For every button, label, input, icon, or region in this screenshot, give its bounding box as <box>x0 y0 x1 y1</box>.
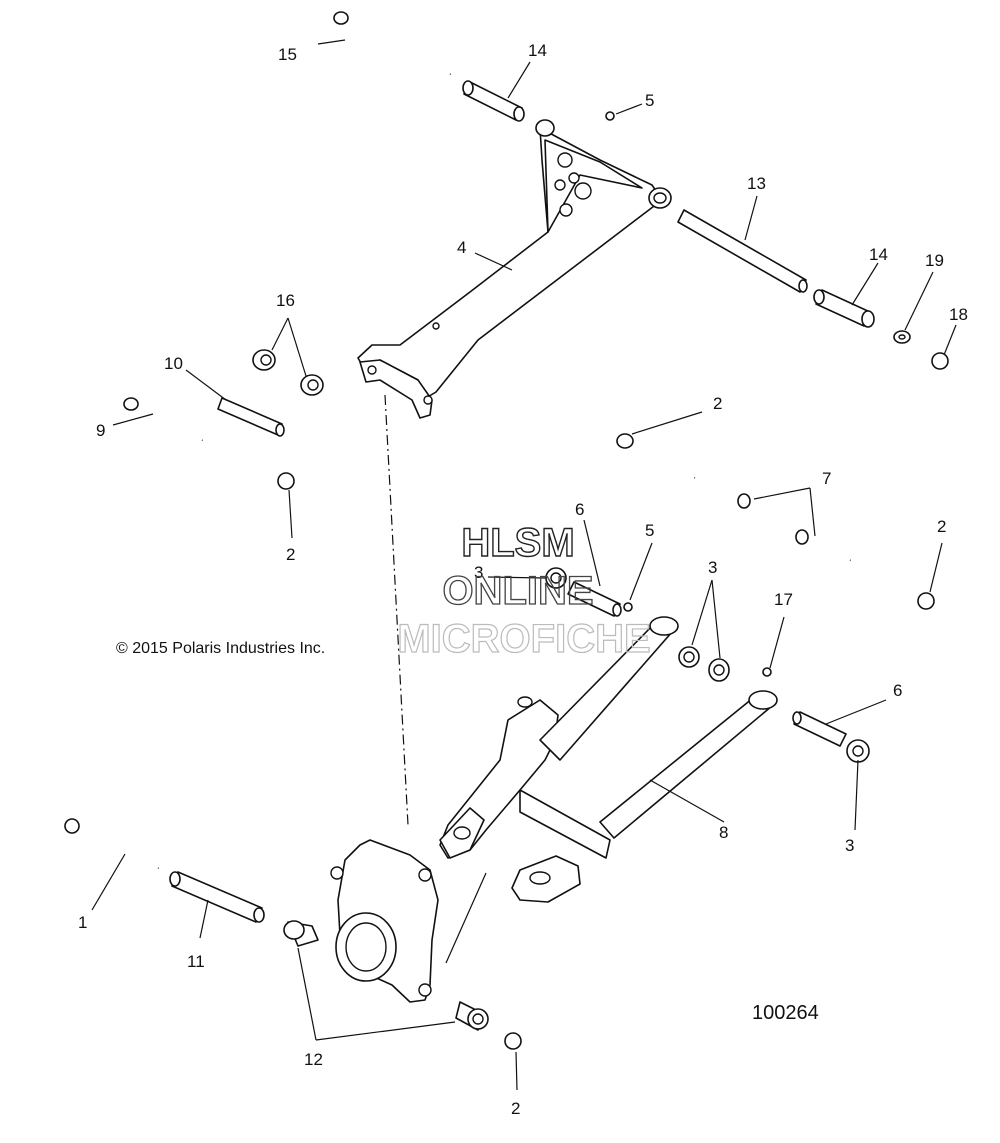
callout-8: 8 <box>719 823 728 842</box>
callout-14-top: 14 <box>528 41 547 60</box>
callout-6-left: 6 <box>575 500 584 519</box>
sleeve-14-top <box>462 80 525 122</box>
callout-17: 17 <box>774 590 793 609</box>
watermark-line-1: HLSM <box>461 521 574 565</box>
callout-10: 10 <box>164 354 183 373</box>
callout-labels: 15 14 5 13 4 14 19 18 16 10 9 2 2 7 2 6 … <box>78 41 968 1118</box>
callout-15: 15 <box>278 45 297 64</box>
callout-2-bottom: 2 <box>511 1099 520 1118</box>
nut-2-center <box>616 433 634 449</box>
nut-2-left <box>277 472 295 490</box>
callout-16: 16 <box>276 291 295 310</box>
bushing-16-pair <box>252 349 324 396</box>
sleeve-6-right <box>792 711 847 747</box>
nut-2-bottom <box>504 1032 522 1050</box>
bushing-3-set <box>545 567 870 763</box>
callout-19: 19 <box>925 251 944 270</box>
callout-7: 7 <box>822 469 831 488</box>
callout-12: 12 <box>304 1050 323 1069</box>
callout-5-top: 5 <box>645 91 654 110</box>
callout-6-right: 6 <box>893 681 902 700</box>
bolt-1 <box>64 818 159 870</box>
upper-a-arm <box>357 119 672 419</box>
copyright-notice: © 2015 Polaris Industries Inc. <box>116 640 325 657</box>
sleeve-6-left <box>567 581 622 617</box>
bolt-9 <box>123 397 203 442</box>
callout-2-center: 2 <box>713 394 722 413</box>
callout-3-right: 3 <box>845 836 854 855</box>
sleeve-14-right <box>813 289 875 328</box>
callout-9: 9 <box>96 421 105 440</box>
sleeve-10 <box>217 397 285 437</box>
watermark-line-3: MICROFICHE <box>397 617 650 661</box>
callout-1: 1 <box>78 913 87 932</box>
centerline-dash <box>384 394 409 826</box>
callout-4: 4 <box>457 238 466 257</box>
knuckle-carrier <box>330 839 439 1003</box>
sleeve-11 <box>169 871 265 923</box>
grease-fitting-5-top <box>605 111 615 121</box>
nut-18 <box>931 352 949 370</box>
callout-5-lower: 5 <box>645 521 654 540</box>
figure-number: 100264 <box>752 1002 819 1024</box>
grease-fitting-17 <box>762 667 772 677</box>
bushing-12-pair <box>283 920 489 1031</box>
bolt-7-pair <box>694 476 851 562</box>
grease-fitting-5-lower <box>623 602 633 612</box>
callout-18: 18 <box>949 305 968 324</box>
watermark: HLSM ONLINE MICROFICHE <box>397 520 652 661</box>
callout-3-left: 3 <box>474 563 483 582</box>
nut-2-right <box>917 592 935 610</box>
alignment-line <box>445 872 487 964</box>
callout-14-right: 14 <box>869 245 888 264</box>
lower-a-arm <box>439 616 778 903</box>
callout-2-right: 2 <box>937 517 946 536</box>
bolt-15 <box>333 11 451 76</box>
callout-11: 11 <box>187 952 205 971</box>
callout-3-center: 3 <box>708 558 717 577</box>
callout-2-left: 2 <box>286 545 295 564</box>
callout-13: 13 <box>747 174 766 193</box>
leader-lines <box>91 39 957 1091</box>
watermark-line-2: ONLINE <box>442 569 593 613</box>
tube-13 <box>677 209 808 293</box>
